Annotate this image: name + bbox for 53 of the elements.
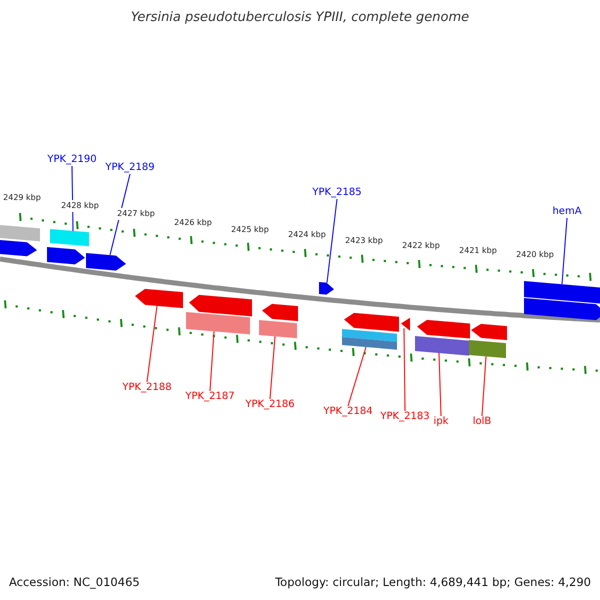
gene-label: YPK_2186 (245, 399, 295, 411)
gene-block (135, 288, 183, 308)
title: Yersinia pseudotuberculosis YPIII, complete genome (130, 12, 470, 24)
tick-label: 2420 kbp (515, 249, 555, 261)
tick-label: 2428 kbp (60, 200, 100, 212)
gene-label: ipk (434, 416, 448, 428)
gene-label: YPK_2185 (312, 187, 362, 199)
gene-block (86, 253, 126, 271)
gene-bar (469, 340, 506, 358)
leader-line (482, 356, 486, 416)
genome-info-text: Topology: circular; Length: 4,689,441 bp; Genes: 4,290 (275, 576, 591, 588)
tick-label: 2427 kbp (116, 208, 156, 220)
gene-bar (524, 281, 600, 304)
leader-line (270, 336, 276, 400)
gene-bar (186, 312, 250, 334)
gene-block (417, 320, 470, 338)
gene-bar (259, 320, 297, 338)
gene-bar (342, 329, 397, 350)
tick-label: 2426 kbp (173, 217, 213, 229)
leader-line (146, 305, 158, 382)
gene-bar (415, 336, 469, 356)
accession-text: Accession: NC_010465 (9, 576, 140, 588)
gene-label: YPK_2189 (105, 162, 155, 174)
leader-line (404, 328, 406, 412)
gene-block (319, 282, 334, 295)
gene-label: hemA (552, 206, 582, 218)
tick-label: 2422 kbp (401, 240, 441, 252)
gene-block (0, 240, 37, 256)
leader-line (348, 346, 366, 406)
gene-block (344, 312, 399, 332)
tick-label: 2429 kbp (2, 192, 42, 204)
gene-label: YPK_2183 (380, 411, 430, 423)
tick-label: 2423 kbp (344, 235, 384, 247)
gene-block (47, 247, 85, 264)
gene-block (189, 294, 252, 316)
gene-label: YPK_2190 (47, 154, 97, 166)
leader-line (562, 218, 568, 285)
gene-block (471, 324, 507, 340)
gene-block (262, 304, 298, 322)
leader-line (438, 352, 442, 416)
gene-bar (0, 225, 40, 242)
gene-label: YPK_2184 (323, 406, 373, 418)
tick-label: 2425 kbp (230, 224, 270, 236)
gene-label: lolB (472, 416, 492, 428)
leader-line (210, 330, 214, 392)
tick-label: 2424 kbp (287, 229, 327, 241)
gene-bar (50, 229, 89, 246)
tick-label: 2421 kbp (458, 245, 498, 257)
gene-label: YPK_2187 (185, 391, 235, 403)
leader-line (326, 198, 338, 284)
gene-triangle (401, 318, 410, 331)
gene-block (524, 298, 600, 320)
gene-label: YPK_2188 (122, 382, 172, 394)
